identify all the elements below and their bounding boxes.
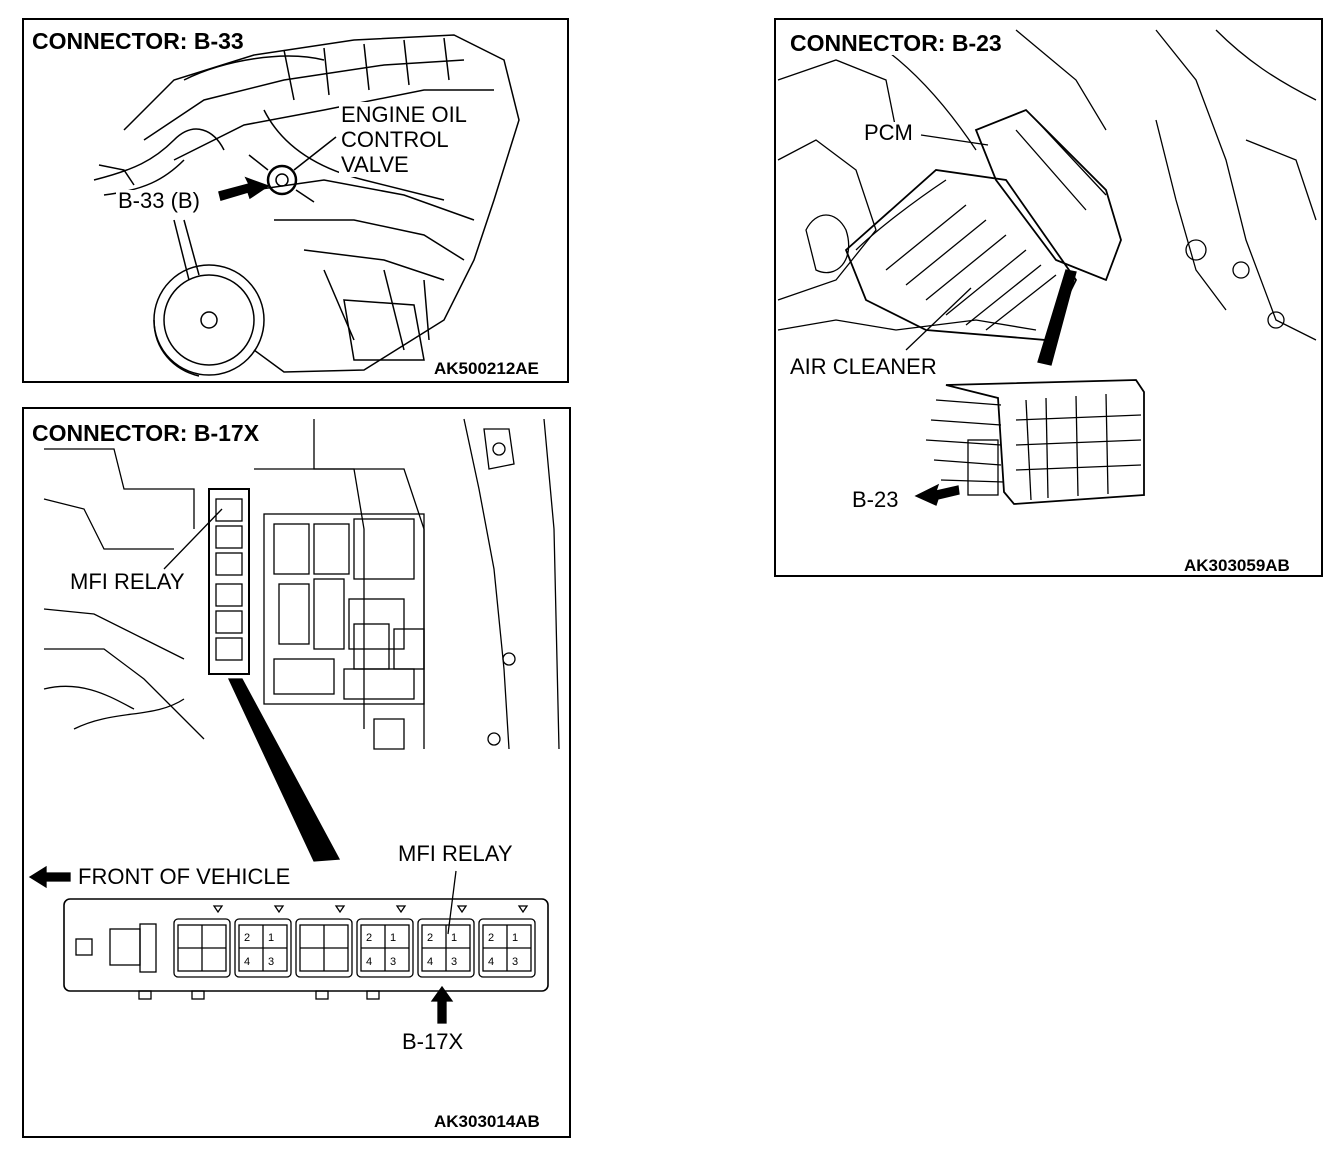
pin-number: 3: [451, 956, 457, 968]
relay-unit: [295, 905, 353, 978]
panel-title: CONNECTOR: B-17X: [30, 420, 262, 446]
pin-number: 3: [512, 956, 518, 968]
engine-illustration: [93, 34, 520, 377]
triangle-marker-icon: [334, 905, 346, 914]
pin-number: 3: [390, 956, 396, 968]
relay-unit: 2 1 4 3: [478, 905, 536, 978]
mfi-relay-detail-label: MFI RELAY: [398, 841, 513, 866]
label-line: CONTROL: [341, 127, 449, 152]
label-line: VALVE: [341, 152, 409, 177]
panel-connector-b33: CONNECTOR: B-33 ENGINE OIL CONTROL VALVE…: [22, 18, 569, 383]
connector-label: B-33 (B): [116, 188, 202, 213]
relay-unit: [173, 905, 231, 978]
pin-number: 2: [427, 932, 433, 944]
front-of-vehicle-label: FRONT OF VEHICLE: [78, 864, 291, 889]
pin-number: 4: [488, 956, 494, 968]
mfi-relay-label: MFI RELAY: [68, 569, 187, 594]
figure-code: AK500212AE: [434, 359, 539, 378]
pin-number: 2: [366, 932, 372, 944]
pin-number: 1: [390, 932, 396, 944]
triangle-marker-icon: [273, 905, 285, 914]
panel-connector-b23: CONNECTOR: B-23 PCM AIR CLEANER B-23 AK3…: [774, 18, 1323, 577]
panel-connector-b17x: 2 1 4 3 2 1 4 3 2 1 4 3 2 1 4 3 CONNECTOR: B-17X MFI RE…: [22, 407, 571, 1138]
pin-number: 3: [268, 956, 274, 968]
panel-title: CONNECTOR: B-23: [788, 30, 1004, 56]
pin-number: 1: [268, 932, 274, 944]
pin-number: 1: [512, 932, 518, 944]
triangle-marker-icon: [395, 905, 407, 914]
figure-code: AK303059AB: [1184, 556, 1290, 575]
triangle-marker-icon: [212, 905, 224, 914]
relay-box-illustration: 2 1 4 3 2 1 4 3 2 1 4 3 2 1 4 3: [28, 418, 560, 1024]
engine-oil-control-valve-label: ENGINE OIL CONTROL VALVE: [339, 102, 469, 177]
pin-number: 4: [244, 956, 250, 968]
pcm-label: PCM: [862, 120, 915, 145]
air-cleaner-label: AIR CLEANER: [788, 354, 939, 379]
pcm-illustration: [777, 29, 1317, 506]
relay-unit: 2 1 4 3: [234, 905, 292, 978]
connector-label: B-17X: [402, 1029, 464, 1054]
relay-unit: 2 1 4 3: [356, 905, 414, 978]
pin-number: 2: [488, 932, 494, 944]
connector-label: B-23: [850, 487, 901, 512]
panel-title: CONNECTOR: B-33: [30, 28, 246, 54]
triangle-marker-icon: [517, 905, 529, 914]
triangle-marker-icon: [456, 905, 468, 914]
pin-number: 4: [427, 956, 433, 968]
figure-code: AK303014AB: [434, 1112, 540, 1131]
label-line: ENGINE OIL: [341, 102, 467, 127]
pin-number: 1: [451, 932, 457, 944]
pin-number: 2: [244, 932, 250, 944]
pin-number: 4: [366, 956, 372, 968]
relay-unit: 2 1 4 3: [417, 905, 475, 978]
